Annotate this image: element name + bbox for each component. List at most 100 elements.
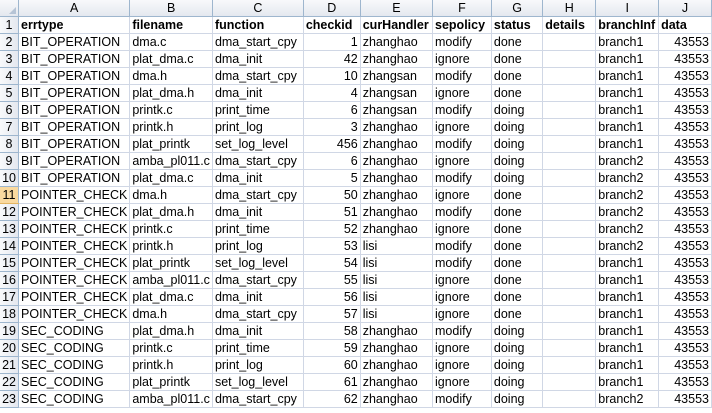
row-header[interactable]: 13 <box>0 220 20 238</box>
row-header[interactable]: 6 <box>0 101 20 119</box>
cell[interactable] <box>542 118 597 136</box>
cell[interactable]: 4 <box>303 84 361 102</box>
cell[interactable]: modify <box>432 237 492 255</box>
cell[interactable]: zhangsan <box>360 67 434 85</box>
cell[interactable]: branch1 <box>595 322 660 340</box>
row-header[interactable]: 23 <box>0 390 20 408</box>
cell[interactable]: 54 <box>303 254 361 272</box>
header-cell[interactable]: errtype <box>18 16 131 34</box>
cell[interactable]: lisi <box>360 271 434 289</box>
cell[interactable]: branch2 <box>595 186 660 204</box>
cell[interactable]: done <box>491 288 544 306</box>
cell[interactable] <box>542 288 597 306</box>
column-header-f[interactable]: F <box>432 0 492 17</box>
cell[interactable]: 51 <box>303 203 361 221</box>
cell[interactable]: zhanghao <box>360 390 434 408</box>
cell[interactable]: zhanghao <box>360 339 434 357</box>
header-cell[interactable]: function <box>212 16 304 34</box>
cell[interactable]: modify <box>432 101 492 119</box>
cell[interactable]: doing <box>491 135 544 153</box>
cell[interactable]: modify <box>432 254 492 272</box>
cell[interactable]: ignore <box>432 356 492 374</box>
cell[interactable] <box>542 186 597 204</box>
cell[interactable]: 10 <box>303 67 361 85</box>
cell[interactable]: branch1 <box>595 67 660 85</box>
row-header[interactable]: 9 <box>0 152 20 170</box>
cell[interactable]: done <box>491 33 544 51</box>
cell[interactable]: dma_start_cpy <box>212 305 304 323</box>
cell[interactable]: zhanghao <box>360 186 434 204</box>
cell[interactable]: 43553 <box>658 220 712 238</box>
column-header-h[interactable]: H <box>542 0 597 17</box>
cell[interactable] <box>542 101 597 119</box>
cell[interactable]: zhanghao <box>360 220 434 238</box>
cell[interactable]: BIT_OPERATION <box>18 33 131 51</box>
cell[interactable]: done <box>491 271 544 289</box>
column-header-e[interactable]: E <box>360 0 434 17</box>
cell[interactable]: printk.h <box>129 118 213 136</box>
cell[interactable]: BIT_OPERATION <box>18 118 131 136</box>
cell[interactable] <box>542 33 597 51</box>
row-header[interactable]: 18 <box>0 305 20 323</box>
cell[interactable]: done <box>491 50 544 68</box>
cell[interactable]: dma_start_cpy <box>212 186 304 204</box>
cell[interactable]: BIT_OPERATION <box>18 67 131 85</box>
column-header-j[interactable]: J <box>658 0 712 17</box>
cell[interactable]: modify <box>432 169 492 187</box>
cell[interactable]: branch1 <box>595 50 660 68</box>
cell[interactable]: 5 <box>303 169 361 187</box>
cell[interactable]: plat_printk <box>129 135 213 153</box>
cell[interactable]: doing <box>491 373 544 391</box>
cell[interactable]: 43553 <box>658 67 712 85</box>
column-header-d[interactable]: D <box>303 0 361 17</box>
select-all-corner[interactable] <box>0 0 20 17</box>
cell[interactable]: branch2 <box>595 220 660 238</box>
cell[interactable]: 42 <box>303 50 361 68</box>
cell[interactable] <box>542 67 597 85</box>
cell[interactable]: 58 <box>303 322 361 340</box>
cell[interactable]: amba_pl011.c <box>129 152 213 170</box>
cell[interactable]: ignore <box>432 152 492 170</box>
cell[interactable]: SEC_CODING <box>18 373 131 391</box>
cell[interactable]: branch1 <box>595 118 660 136</box>
row-header[interactable]: 16 <box>0 271 20 289</box>
cell[interactable]: plat_dma.c <box>129 288 213 306</box>
cell[interactable]: branch1 <box>595 271 660 289</box>
cell[interactable]: POINTER_CHECK <box>18 203 131 221</box>
cell[interactable]: print_log <box>212 356 304 374</box>
cell[interactable]: printk.h <box>129 356 213 374</box>
cell[interactable]: print_time <box>212 339 304 357</box>
column-header-g[interactable]: G <box>491 0 544 17</box>
cell[interactable]: 43553 <box>658 390 712 408</box>
cell[interactable] <box>542 254 597 272</box>
row-header[interactable]: 14 <box>0 237 20 255</box>
cell[interactable]: doing <box>491 322 544 340</box>
cell[interactable]: POINTER_CHECK <box>18 254 131 272</box>
header-cell[interactable]: curHandler <box>360 16 434 34</box>
cell[interactable]: lisi <box>360 237 434 255</box>
cell[interactable]: zhanghao <box>360 169 434 187</box>
cell[interactable]: BIT_OPERATION <box>18 50 131 68</box>
cell[interactable]: doing <box>491 118 544 136</box>
cell[interactable]: BIT_OPERATION <box>18 135 131 153</box>
cell[interactable]: modify <box>432 33 492 51</box>
cell[interactable]: dma_init <box>212 203 304 221</box>
cell[interactable]: plat_dma.h <box>129 322 213 340</box>
cell[interactable]: dma_start_cpy <box>212 152 304 170</box>
cell[interactable]: branch1 <box>595 339 660 357</box>
cell[interactable] <box>542 50 597 68</box>
cell[interactable]: 43553 <box>658 305 712 323</box>
cell[interactable]: branch1 <box>595 305 660 323</box>
cell[interactable]: dma_init <box>212 50 304 68</box>
row-header[interactable]: 3 <box>0 50 20 68</box>
cell[interactable] <box>542 373 597 391</box>
cell[interactable]: branch1 <box>595 135 660 153</box>
row-header-1[interactable]: 1 <box>0 16 20 34</box>
cell[interactable]: 43553 <box>658 288 712 306</box>
cell[interactable]: SEC_CODING <box>18 339 131 357</box>
row-header[interactable]: 19 <box>0 322 20 340</box>
cell[interactable]: SEC_CODING <box>18 322 131 340</box>
cell[interactable]: dma.h <box>129 305 213 323</box>
cell[interactable]: BIT_OPERATION <box>18 152 131 170</box>
cell[interactable]: amba_pl011.c <box>129 390 213 408</box>
